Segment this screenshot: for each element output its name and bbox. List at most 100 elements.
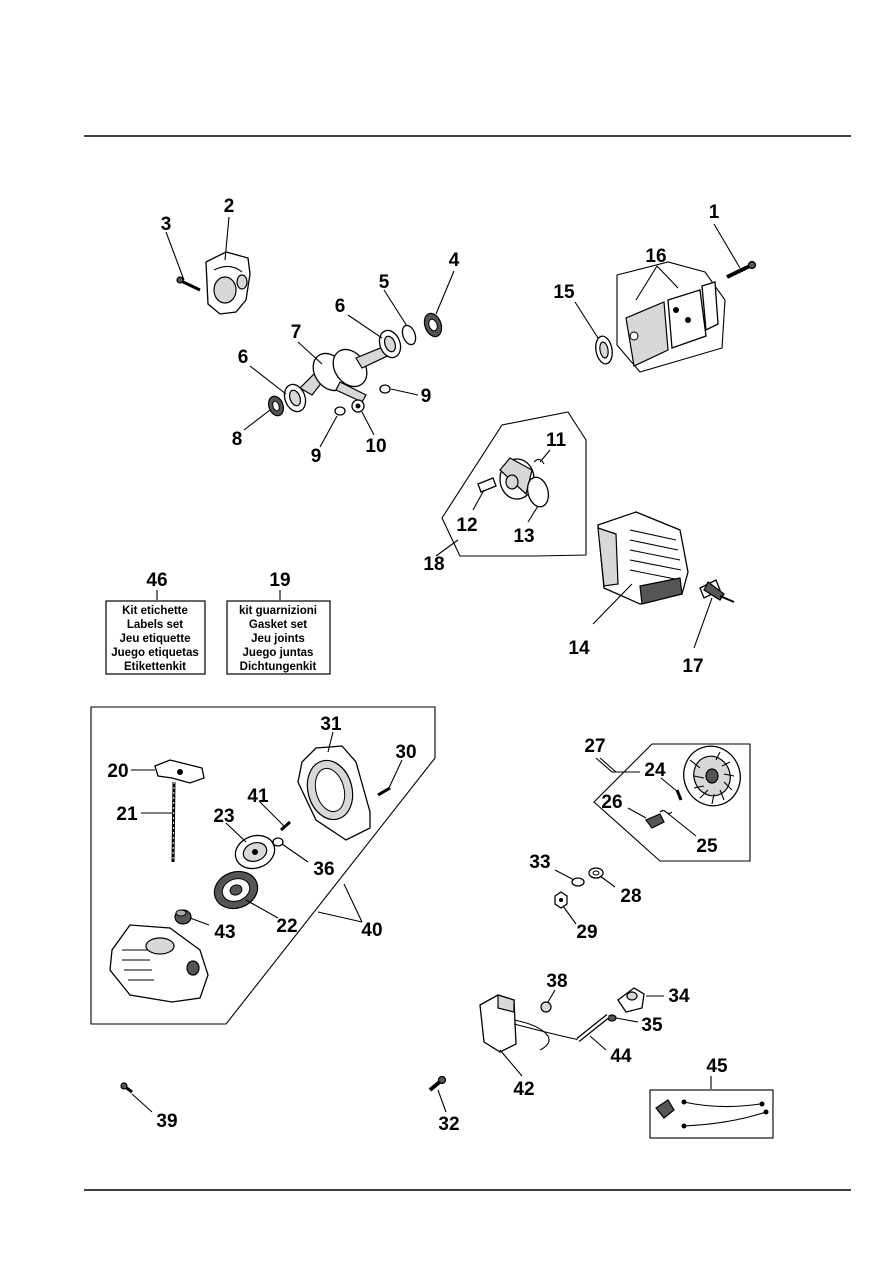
callout-8: 8	[232, 429, 243, 450]
callout-2: 2	[224, 196, 235, 217]
nut-29-part	[554, 891, 568, 909]
callout-31: 31	[320, 714, 342, 735]
cable-set-45-box	[649, 1076, 774, 1139]
flywheel-box-outline	[593, 743, 751, 862]
gasket-kit-line-4: Juego juntas	[243, 647, 314, 659]
piston-pin-12-part	[477, 477, 497, 493]
callout-3: 3	[161, 214, 172, 235]
washer-36-part	[272, 837, 284, 847]
callout-39: 39	[156, 1111, 177, 1132]
callout-17: 17	[682, 656, 703, 677]
leader-lines-loose	[131, 1089, 447, 1113]
labels-kit-line-3: Jeu etiquette	[120, 633, 191, 645]
cylinder-part	[597, 511, 689, 605]
callout-25: 25	[696, 836, 718, 857]
callout-14: 14	[568, 638, 590, 659]
starter-handle-20-part	[154, 759, 205, 784]
callout-4: 4	[449, 250, 460, 271]
callout-34: 34	[668, 986, 690, 1007]
callout-40: 40	[361, 920, 382, 941]
callout-1: 1	[709, 202, 720, 223]
callout-36: 36	[313, 859, 334, 880]
callout-5: 5	[379, 272, 390, 293]
callout-numbers: 1 2 3 4 5 6 6 7 8 9 9 10 11 12 13 14 15 …	[107, 196, 728, 1135]
leader-lines-starter	[131, 731, 403, 926]
callout-15: 15	[553, 282, 575, 303]
leader-lines-flywheel	[554, 757, 697, 925]
callout-33: 33	[529, 852, 550, 873]
washer-9-right-part	[379, 384, 391, 394]
callout-45: 45	[706, 1056, 728, 1077]
callout-6-lower: 6	[238, 347, 249, 368]
muffler-gasket-15-part	[595, 335, 613, 365]
leader-lines-muffler	[574, 223, 741, 339]
starter-box-outline	[90, 706, 436, 1025]
callout-32: 32	[438, 1114, 459, 1135]
piston-ring-13-part	[526, 476, 550, 508]
gasket-kit-box: kit guarnizioni Gasket set Jeu joints Ju…	[226, 590, 331, 675]
screw-1-part	[726, 260, 757, 279]
bearing-6-upper-part	[378, 329, 402, 359]
bearing-6-lower-part	[283, 383, 307, 413]
crankcase-half-part	[205, 251, 251, 315]
pawl-26-part	[645, 813, 665, 829]
callout-10: 10	[365, 436, 386, 457]
callout-24: 24	[644, 760, 666, 781]
ht-lead-44-part	[576, 1014, 610, 1042]
ignition-coil-42-part	[479, 994, 581, 1053]
ring-5-part	[401, 324, 417, 346]
labels-kit-line-5: Etikettenkit	[124, 661, 186, 673]
fan-housing-31-part	[297, 745, 371, 841]
callout-6-upper: 6	[335, 296, 346, 317]
callout-19: 19	[269, 570, 290, 591]
gasket-kit-line-5: Dichtungenkit	[240, 661, 317, 673]
spark-plug-17-part	[699, 579, 735, 603]
leader-lines-crank	[165, 216, 455, 448]
callout-13: 13	[513, 526, 534, 547]
callout-9-left: 9	[311, 446, 322, 467]
leader-lines-piston	[435, 449, 551, 557]
callout-18: 18	[423, 554, 444, 575]
muffler-part	[625, 281, 719, 367]
leader-lines-cylinder	[592, 583, 713, 649]
circlip-11-part	[533, 458, 545, 465]
callout-42: 42	[513, 1079, 534, 1100]
callout-46: 46	[146, 570, 167, 591]
callout-7: 7	[291, 322, 302, 343]
nut-38-part	[540, 1001, 552, 1013]
screw-41-part	[280, 820, 291, 832]
callout-11: 11	[546, 430, 567, 451]
starter-rope-21-part	[171, 781, 176, 863]
callout-21: 21	[116, 804, 138, 825]
washer-9-left-part	[334, 406, 346, 416]
leader-lines-ignition	[499, 989, 664, 1077]
callout-38: 38	[546, 971, 567, 992]
callout-23: 23	[213, 806, 234, 827]
callout-30: 30	[395, 742, 416, 763]
screw-3-part	[176, 276, 201, 292]
callout-22: 22	[276, 916, 297, 937]
bushing-43-part	[174, 909, 192, 925]
callout-9-right: 9	[421, 386, 432, 407]
screw-32-part	[428, 1075, 447, 1092]
callout-35: 35	[641, 1015, 663, 1036]
callout-43: 43	[214, 922, 235, 943]
pulley-23-part	[234, 834, 276, 870]
spring-22-part	[213, 870, 259, 910]
labels-kit-line-2: Labels set	[127, 619, 183, 631]
callout-26: 26	[601, 792, 622, 813]
bearing-10-part	[351, 399, 365, 413]
callout-20: 20	[107, 761, 128, 782]
muffler-box-outline	[616, 261, 726, 373]
washer-33-part	[571, 877, 585, 887]
labels-kit-line-1: Kit etichette	[122, 605, 188, 617]
labels-kit-box: Kit etichette Labels set Jeu etiquette J…	[105, 590, 206, 675]
callout-29: 29	[576, 922, 597, 943]
piston-box-outline	[441, 411, 587, 557]
flywheel-part	[683, 745, 741, 807]
callout-41: 41	[247, 786, 269, 807]
washer-28-part	[588, 867, 604, 879]
callout-44: 44	[610, 1046, 632, 1067]
seal-4-part	[423, 312, 443, 338]
starter-cover-part	[109, 924, 209, 1003]
